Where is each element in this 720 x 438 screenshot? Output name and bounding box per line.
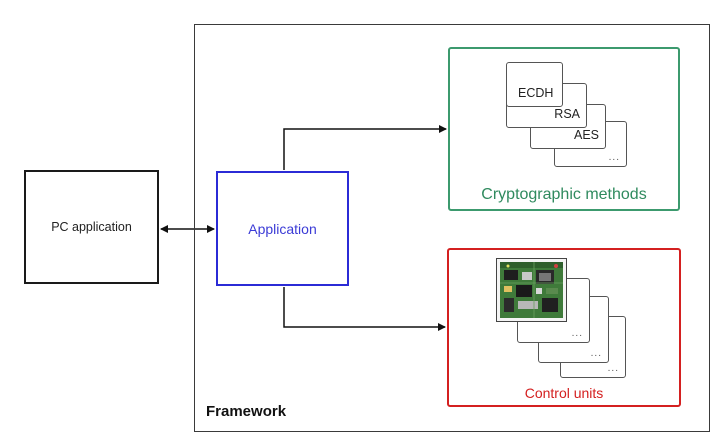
- crypto-method-aes: AES: [573, 128, 599, 142]
- application-label: Application: [248, 220, 317, 237]
- application-to-crypto-arrow: [283, 125, 447, 170]
- pc-application-label: PC application: [51, 220, 132, 234]
- crypto-method-ecdh: ECDH: [518, 86, 554, 100]
- pc-application-box: PC application: [24, 170, 159, 284]
- control-unit-more-3: ...: [607, 363, 619, 374]
- application-to-control-arrow: [283, 287, 446, 331]
- control-unit-more-2: ...: [590, 348, 602, 359]
- control-unit-more-1: ...: [571, 328, 583, 339]
- application-box: Application: [216, 171, 349, 286]
- crypto-card-ecdh: ECDH: [506, 62, 563, 107]
- framework-label: Framework: [206, 403, 287, 420]
- crypto-methods-label: Cryptographic methods: [481, 186, 647, 203]
- control-units-box: [447, 248, 681, 407]
- framework-container: [194, 24, 710, 432]
- crypto-method-rsa: RSA: [554, 107, 580, 121]
- crypto-more-label: ...: [608, 152, 620, 163]
- crypto-methods-box: [448, 47, 680, 211]
- control-units-label: Control units: [524, 385, 604, 401]
- control-unit-board-image: [496, 258, 567, 322]
